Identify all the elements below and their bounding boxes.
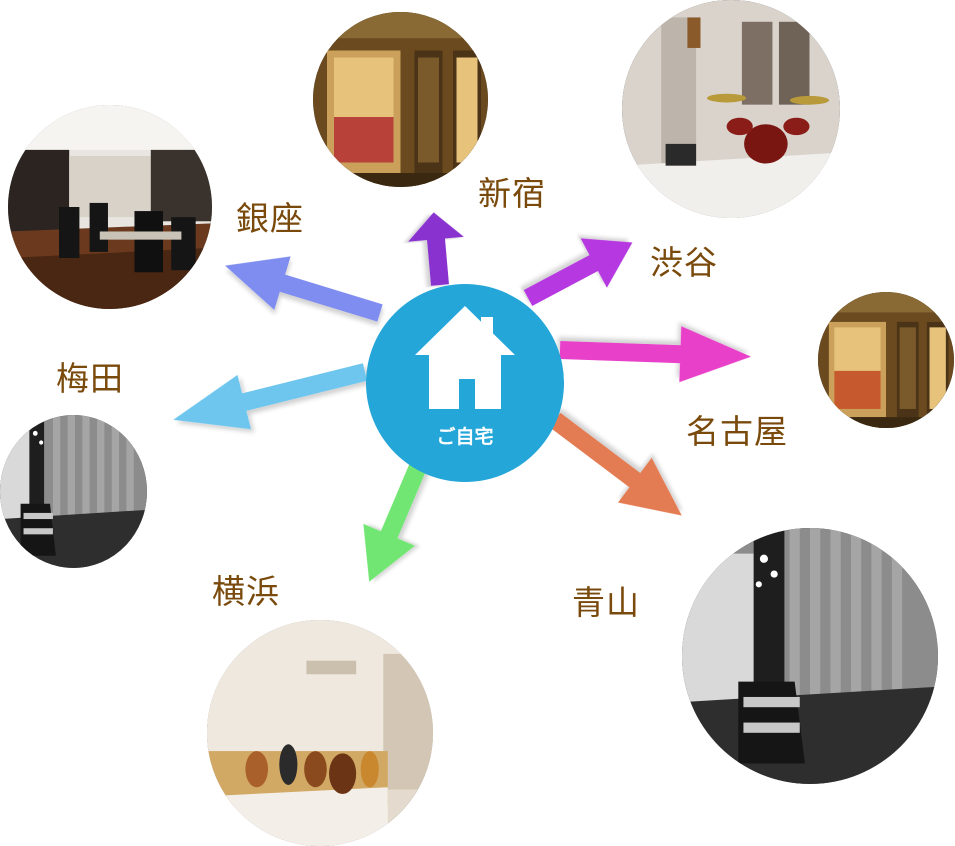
label-umeda: 梅田 [56,359,124,398]
label-shibuya: 渋谷 [650,243,718,282]
arrow-yokohama [363,451,432,582]
arrow-shibuya [523,238,633,306]
arrow-shinjuku [408,212,464,286]
label-nagoya: 名古屋 [686,412,788,451]
photo-umeda [0,415,147,568]
photo-shibuya [622,0,840,218]
house-icon [415,306,515,409]
arrow-nagoya [559,326,752,383]
arrow-ginza [225,256,383,322]
label-yokohama: 横浜 [212,572,280,611]
photo-shinjuku [313,12,488,187]
label-shinjuku: 新宿 [478,174,546,213]
home-hub: ご自宅 [366,284,564,482]
arrow-umeda [173,363,368,430]
photo-ginza [8,105,212,309]
arrow-aoyama [549,412,682,516]
label-ginza: 銀座 [236,199,304,238]
label-aoyama: 青山 [572,583,640,622]
photo-yokohama [207,620,433,846]
photo-aoyama [682,528,938,784]
hub-label: ご自宅 [436,425,493,448]
photo-nagoya [818,292,954,428]
